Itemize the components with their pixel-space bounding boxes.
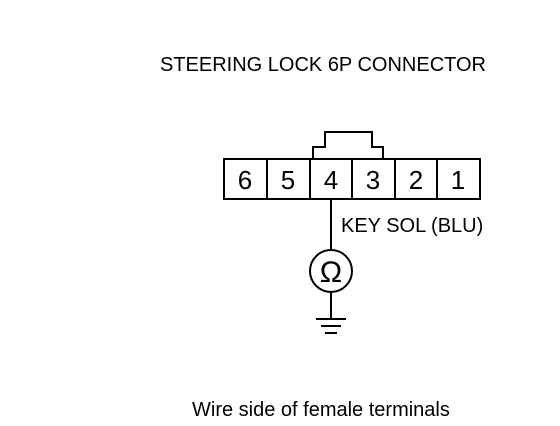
wire-label: KEY SOL (BLU): [341, 215, 483, 237]
diagram-caption: Wire side of female terminals: [192, 399, 450, 421]
connector-body: [223, 158, 481, 200]
terminal-5: 5: [281, 165, 295, 195]
terminal-2: 2: [409, 165, 423, 195]
terminal-1: 1: [451, 165, 465, 195]
diagram-title: STEERING LOCK 6P CONNECTOR: [160, 54, 486, 76]
ground-icon: [316, 318, 346, 334]
ohm-symbol: Ω: [320, 256, 342, 289]
terminal-6: 6: [238, 165, 252, 195]
terminal-3: 3: [366, 165, 380, 195]
connector-lock-tab: [312, 131, 384, 159]
ohmmeter-icon: Ω: [309, 249, 353, 293]
terminal-4: 4: [324, 165, 338, 195]
